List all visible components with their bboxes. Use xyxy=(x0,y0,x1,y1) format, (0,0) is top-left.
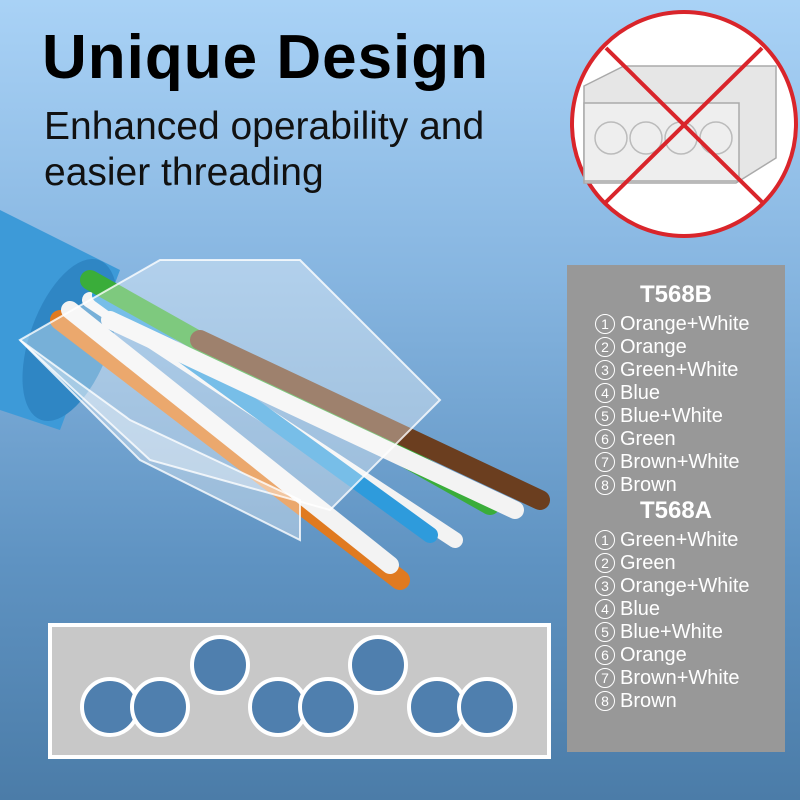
position-number: 6 xyxy=(595,429,615,449)
prohibited-old-connector-icon xyxy=(570,10,798,238)
wire-color-label: Blue+White xyxy=(620,405,723,427)
position-number: 1 xyxy=(595,530,615,550)
position-number: 7 xyxy=(595,668,615,688)
wire-color-label: Brown+White xyxy=(620,667,740,689)
t568b-title: T568B xyxy=(639,281,713,308)
position-number: 7 xyxy=(595,452,615,472)
wire-color-label: Brown+White xyxy=(620,451,740,473)
wire-color-label: Green+White xyxy=(620,359,739,381)
position-number: 4 xyxy=(595,599,615,619)
position-number: 3 xyxy=(595,360,615,380)
wire-color-label: Brown xyxy=(620,474,677,496)
rj45-connector-illustration xyxy=(0,210,550,590)
wire-color-label: Green xyxy=(620,428,676,450)
wire-color-label: Blue+White xyxy=(620,621,723,643)
position-number: 2 xyxy=(595,553,615,573)
wire-color-label: Orange xyxy=(620,644,687,666)
wire-color-label: Blue xyxy=(620,598,661,620)
subtitle: Enhanced operability and easier threadin… xyxy=(44,105,485,194)
position-number: 1 xyxy=(595,314,615,334)
wire-color-label: Blue xyxy=(620,382,661,404)
position-number: 3 xyxy=(595,576,615,596)
wire-color-label: Green xyxy=(620,552,676,574)
old-connector-image xyxy=(583,65,777,184)
position-number: 5 xyxy=(595,406,615,426)
page-title: Unique Design xyxy=(42,23,490,92)
wires xyxy=(50,270,550,590)
pass-through-holes-diagram xyxy=(48,623,551,759)
position-number: 4 xyxy=(595,383,615,403)
wire-color-label: Orange xyxy=(620,336,687,358)
t568a-title: T568A xyxy=(639,497,713,524)
position-number: 6 xyxy=(595,645,615,665)
clear-plug xyxy=(18,259,442,542)
position-number: 8 xyxy=(595,691,615,711)
position-number: 8 xyxy=(595,475,615,495)
position-number: 2 xyxy=(595,337,615,357)
wire-color-label: Brown xyxy=(620,690,677,712)
wire-color-label: Orange+White xyxy=(620,313,750,335)
wire-color-label: Orange+White xyxy=(620,575,750,597)
position-number: 5 xyxy=(595,622,615,642)
wire-color-label: Green+White xyxy=(620,529,739,551)
